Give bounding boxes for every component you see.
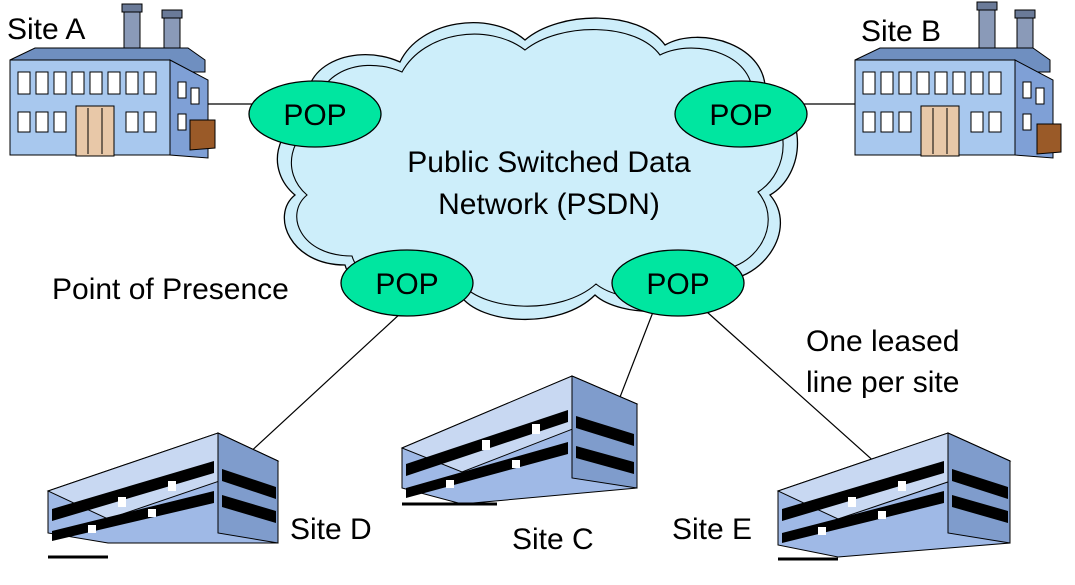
pop-top-left: POP [248,80,382,148]
pop-bottom-right: POP [611,249,745,317]
line-site-c-pop [614,311,654,411]
pop-top-right: POP [674,80,808,148]
factory-site-a-icon [9,3,216,159]
pop-label: POP [283,99,346,132]
pop-bottom-left: POP [340,249,474,317]
site-a-label: Site A [7,13,86,46]
factory-site-b-icon [854,1,1062,159]
pop-ellipse [248,80,382,148]
cloud-outer [276,17,798,321]
site-e-label: Site E [672,513,753,546]
office-site-e-icon [776,432,1012,561]
cloud-label-line1: Public Switched Data [407,146,691,179]
site-b-label: Site B [861,15,942,48]
pop-ellipse [674,80,808,148]
line-site-d-pop [245,311,403,457]
site-c-label: Site C [512,523,594,556]
pop-label: POP [375,268,438,301]
leased-line-label-2: line per site [806,366,960,399]
pop-label: POP [709,99,772,132]
point-of-presence-label: Point of Presence [52,273,289,306]
office-site-d-icon [46,432,280,559]
office-site-c-icon [400,375,639,506]
leased-line-label-1: One leased [806,325,960,358]
pop-ellipse [340,249,474,317]
site-d-label: Site D [290,513,372,546]
cloud-inner [290,29,784,307]
pop-ellipse [611,249,745,317]
pop-label: POP [646,268,709,301]
psdn-cloud: Public Switched Data Network (PSDN) [276,17,798,321]
cloud-label-line2: Network (PSDN) [438,188,660,221]
